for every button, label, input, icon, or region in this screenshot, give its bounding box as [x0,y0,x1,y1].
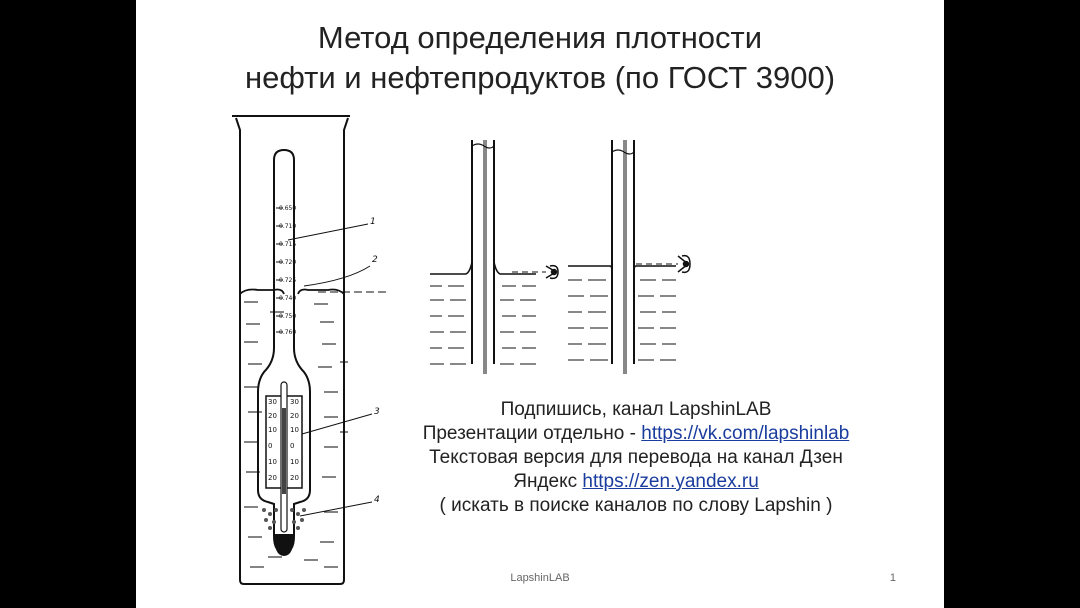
scale-label: 0.740 [279,295,296,302]
thermo-label-right: 0 [290,442,294,450]
info-presentations: Презентации отдельно - https://vk.com/la… [376,422,896,446]
slide-title: Метод определения плотности нефти и нефт… [136,18,944,98]
thermo-label-left: 20 [268,412,277,420]
info-presentations-label: Презентации отдельно - [422,423,642,444]
title-line-1: Метод определения плотности [317,20,763,55]
vk-link[interactable]: https://vk.com/lapshinlab [641,423,850,444]
info-search-hint: ( искать в поиске каналов по слову Lapsh… [439,495,833,516]
hydrometer-stem [273,148,295,348]
scale-label: 0.720 [279,259,296,266]
thermo-label-right: 10 [290,458,299,466]
zen-link[interactable]: https://zen.yandex.ru [582,471,759,492]
title-line-2: нефти и нефтепродуктов (по ГОСТ 3900) [244,60,836,95]
scale-label: 0.725 [279,277,296,284]
footer-label: LapshinLAB [510,572,570,584]
callout-1: 1 [370,217,376,227]
meniscus-reading-diagram [430,140,691,374]
thermo-label-left: 20 [268,474,277,482]
info-subscribe: Подпишись, канал LapshinLAB [500,399,772,420]
info-text-version: Текстовая версия для перевода на канал Д… [429,447,843,468]
thermo-label-left: 30 [268,398,277,406]
scale-label: 0.715 [279,241,296,248]
callout-4: 4 [374,495,380,505]
thermo-label-right: 30 [290,398,299,406]
liquid-surface [239,288,345,295]
page-number: 1 [889,572,896,584]
info-yandex-label: Яндекс [513,471,583,492]
eye-icon [545,264,559,280]
eye-icon [677,254,691,274]
cylinder [232,115,350,585]
slide: Метод определения плотности нефти и нефт… [136,0,944,608]
channel-info: Подпишись, канал LapshinLAB Презентации … [376,398,896,518]
scale-label: 0.760 [279,329,296,336]
scale-label: 0.750 [279,313,296,320]
callout-2: 2 [372,255,378,265]
thermo-label-right: 10 [290,426,299,434]
thermo-label-left: 0 [268,442,272,450]
meniscus-panel-opaque [568,140,678,374]
thermo-label-right: 20 [290,474,299,482]
callout-3: 3 [374,407,380,417]
hydrometer-cylinder-diagram: 0.650 0.710 0.715 0.720 0.725 0.740 0.75… [232,115,388,585]
ballast [262,508,306,530]
thermo-label-left: 10 [268,426,277,434]
scale-label: 0.710 [279,223,296,230]
meniscus-panel-transparent [430,140,546,374]
liquid-hatching [244,301,348,568]
thermo-label-left: 10 [268,458,277,466]
thermo-label-right: 20 [290,412,299,420]
scale-label: 0.650 [279,205,296,212]
info-yandex: Яндекс https://zen.yandex.ru [376,470,896,494]
